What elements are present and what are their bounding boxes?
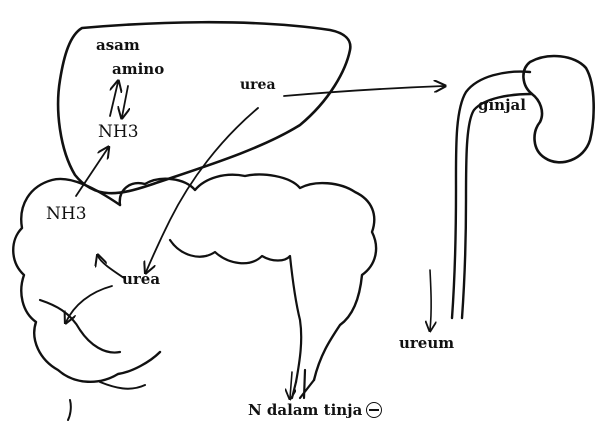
kidney-outline bbox=[523, 56, 593, 162]
appendix-tail bbox=[68, 382, 145, 420]
minus-in-circle-icon bbox=[366, 402, 382, 418]
rectum bbox=[292, 370, 314, 398]
label-ginjal: ginjal bbox=[478, 98, 526, 113]
colon-outline-inner bbox=[170, 240, 301, 382]
ascending-colon-inner bbox=[40, 300, 120, 353]
arrow-urea-to-nh3-left bbox=[98, 256, 124, 278]
arrow-ureum-down bbox=[430, 270, 431, 330]
label-urea-intestine: urea bbox=[122, 272, 160, 287]
arrow-asam-amino-to-nh3 bbox=[110, 82, 118, 116]
label-urea-liver: urea bbox=[240, 78, 276, 92]
arrow-urea-to-colon bbox=[66, 286, 112, 322]
arrow-urea-to-ginjal bbox=[284, 86, 444, 96]
label-ureum: ureum bbox=[399, 336, 454, 351]
arrow-nh3-to-asam-amino bbox=[122, 86, 128, 117]
label-asam: asam bbox=[96, 38, 140, 53]
label-n-dalam-tinja-text: N dalam tinja bbox=[248, 401, 362, 419]
arrow-tinja-down bbox=[290, 372, 292, 398]
label-nh3-top: NH3 bbox=[98, 124, 139, 141]
label-nh3-left: NH3 bbox=[46, 206, 87, 223]
label-n-dalam-tinja: N dalam tinja bbox=[248, 402, 382, 418]
label-amino: amino bbox=[112, 62, 164, 77]
ureter-right-wall bbox=[462, 94, 532, 318]
arrow-urea-to-intestine bbox=[146, 108, 258, 272]
